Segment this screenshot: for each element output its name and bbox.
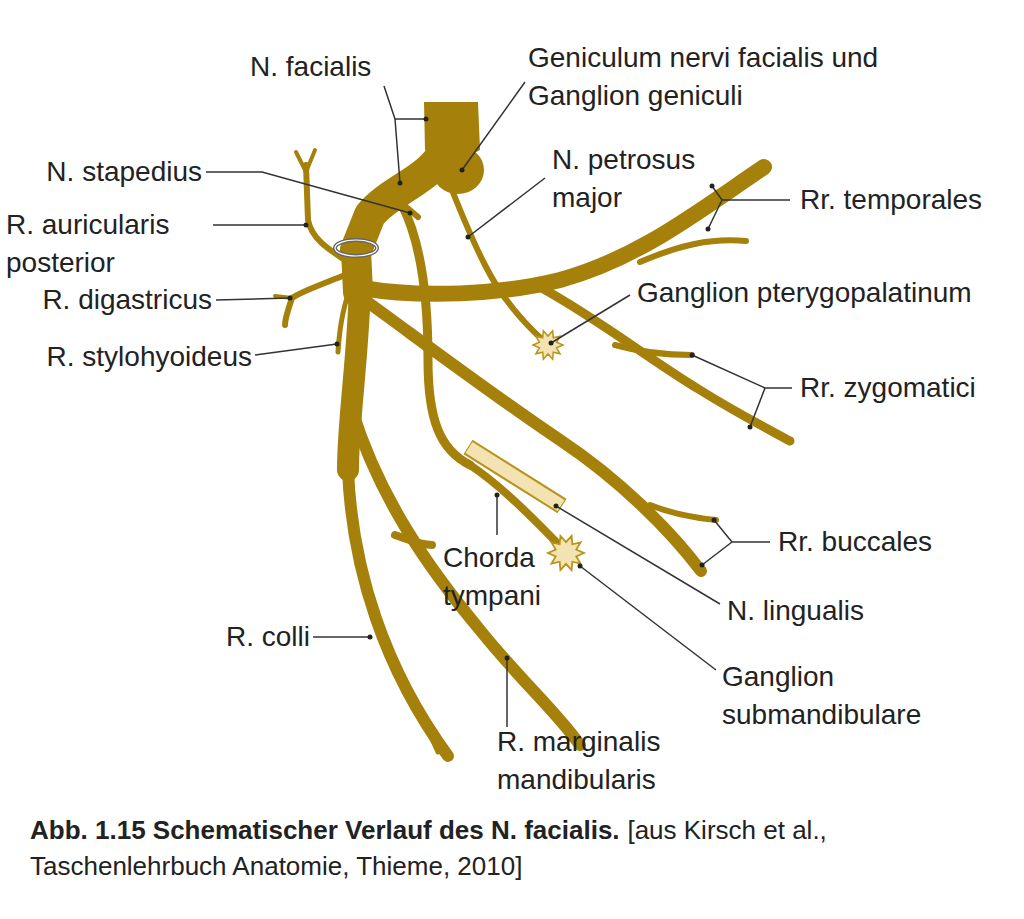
lingual-nerve (468, 447, 562, 506)
nerve-shape (554, 504, 559, 509)
nerve-shape (356, 150, 445, 250)
nerve-shape (640, 240, 746, 262)
nerve-shape (402, 205, 470, 465)
geniculum (424, 102, 484, 194)
nerve-shape (692, 355, 792, 388)
nerve-branches (275, 150, 790, 756)
nerve-shape (216, 298, 290, 300)
nerve-shape (468, 178, 545, 237)
structure-label: N. stapedius (46, 153, 202, 191)
nerve-shape (313, 636, 370, 638)
nerve-shape (398, 181, 403, 186)
structure-label: R. auricularis posterior (6, 206, 211, 282)
structure-label: R. digastricus (42, 281, 212, 319)
nerve-shape (368, 635, 373, 640)
nerve-shape (710, 184, 715, 189)
nerve-shape (706, 227, 711, 232)
nerve-shape (304, 223, 309, 228)
nerve-shape (700, 563, 705, 568)
structure-label: Ganglion pterygopalatinum (637, 274, 972, 312)
nerve-shape (255, 344, 337, 355)
nerve-shape (533, 331, 563, 360)
nerve-shape (556, 506, 720, 604)
nerve-shape (548, 536, 584, 570)
nerve-shape (460, 168, 465, 173)
nerve-shape (362, 298, 701, 571)
nerve-shape (335, 240, 377, 256)
caption-text: Abb. 1.15 Schematischer Verlauf des N. f… (30, 815, 620, 845)
nerve-shape (468, 447, 562, 506)
nerve-shape (496, 495, 498, 535)
nerve-shape (712, 186, 790, 200)
structure-label: Chorda tympani (443, 539, 563, 615)
nerve-shape (395, 535, 432, 545)
structure-label: Ganglion submandibulare (722, 658, 937, 734)
nerve-shape (466, 235, 471, 240)
nerve-shape (580, 566, 716, 670)
nerve-shape (551, 295, 630, 343)
structure-label: Rr. buccales (778, 523, 932, 561)
nerve-shape (650, 505, 716, 520)
nerve-shape (335, 240, 377, 256)
nerve-shape (213, 224, 306, 226)
nerve-shape (714, 520, 770, 542)
nerve-shape (206, 172, 410, 213)
nerve-shape (708, 200, 722, 229)
nerve-shape (712, 518, 717, 523)
nerve-shape (750, 388, 765, 427)
nerve-shape (285, 275, 345, 325)
nerve-shape (408, 211, 413, 216)
nerve-shape (702, 542, 732, 565)
structure-label: R. marginalis mandibularis (497, 723, 697, 799)
nerve-shape (469, 448, 561, 506)
nerve-shape (296, 152, 306, 172)
structure-label: N. facialis (250, 48, 371, 86)
structure-label: R. stylohyoideus (47, 338, 252, 376)
nerve-shape (506, 658, 508, 727)
ring (335, 240, 377, 256)
nerve-shape (462, 82, 525, 170)
nerve-shape (395, 119, 400, 183)
figure-caption: Abb. 1.15 Schematischer Verlauf des N. f… (30, 812, 990, 884)
nerve-shape (615, 345, 692, 355)
structure-label: N. petrosus major (552, 141, 727, 217)
leader-lines (206, 82, 792, 727)
nerve-shape (505, 656, 510, 661)
nerve-shape (384, 86, 426, 119)
nerve-shape (748, 425, 753, 430)
structure-label: Rr. zygomatici (800, 369, 976, 407)
structure-label: Rr. temporales (800, 181, 982, 219)
nerve-shape (578, 564, 583, 569)
ganglia (533, 331, 584, 570)
nerve-shape (690, 353, 695, 358)
nerve-shape (288, 296, 293, 301)
nerve-shape (306, 150, 315, 172)
nerve-shape (432, 146, 484, 194)
nerve-shape (428, 730, 438, 752)
nerve-shape (424, 117, 429, 122)
leader-dots (288, 117, 753, 661)
nerve-shape (335, 342, 340, 347)
nerve-shape (549, 341, 554, 346)
nerve-shape (540, 287, 790, 441)
nerve-shape (495, 493, 500, 498)
structure-label: Geniculum nervi facialis und Ganglion ge… (528, 39, 928, 115)
structure-label: N. lingualis (727, 592, 864, 630)
structure-label: R. colli (226, 618, 310, 656)
